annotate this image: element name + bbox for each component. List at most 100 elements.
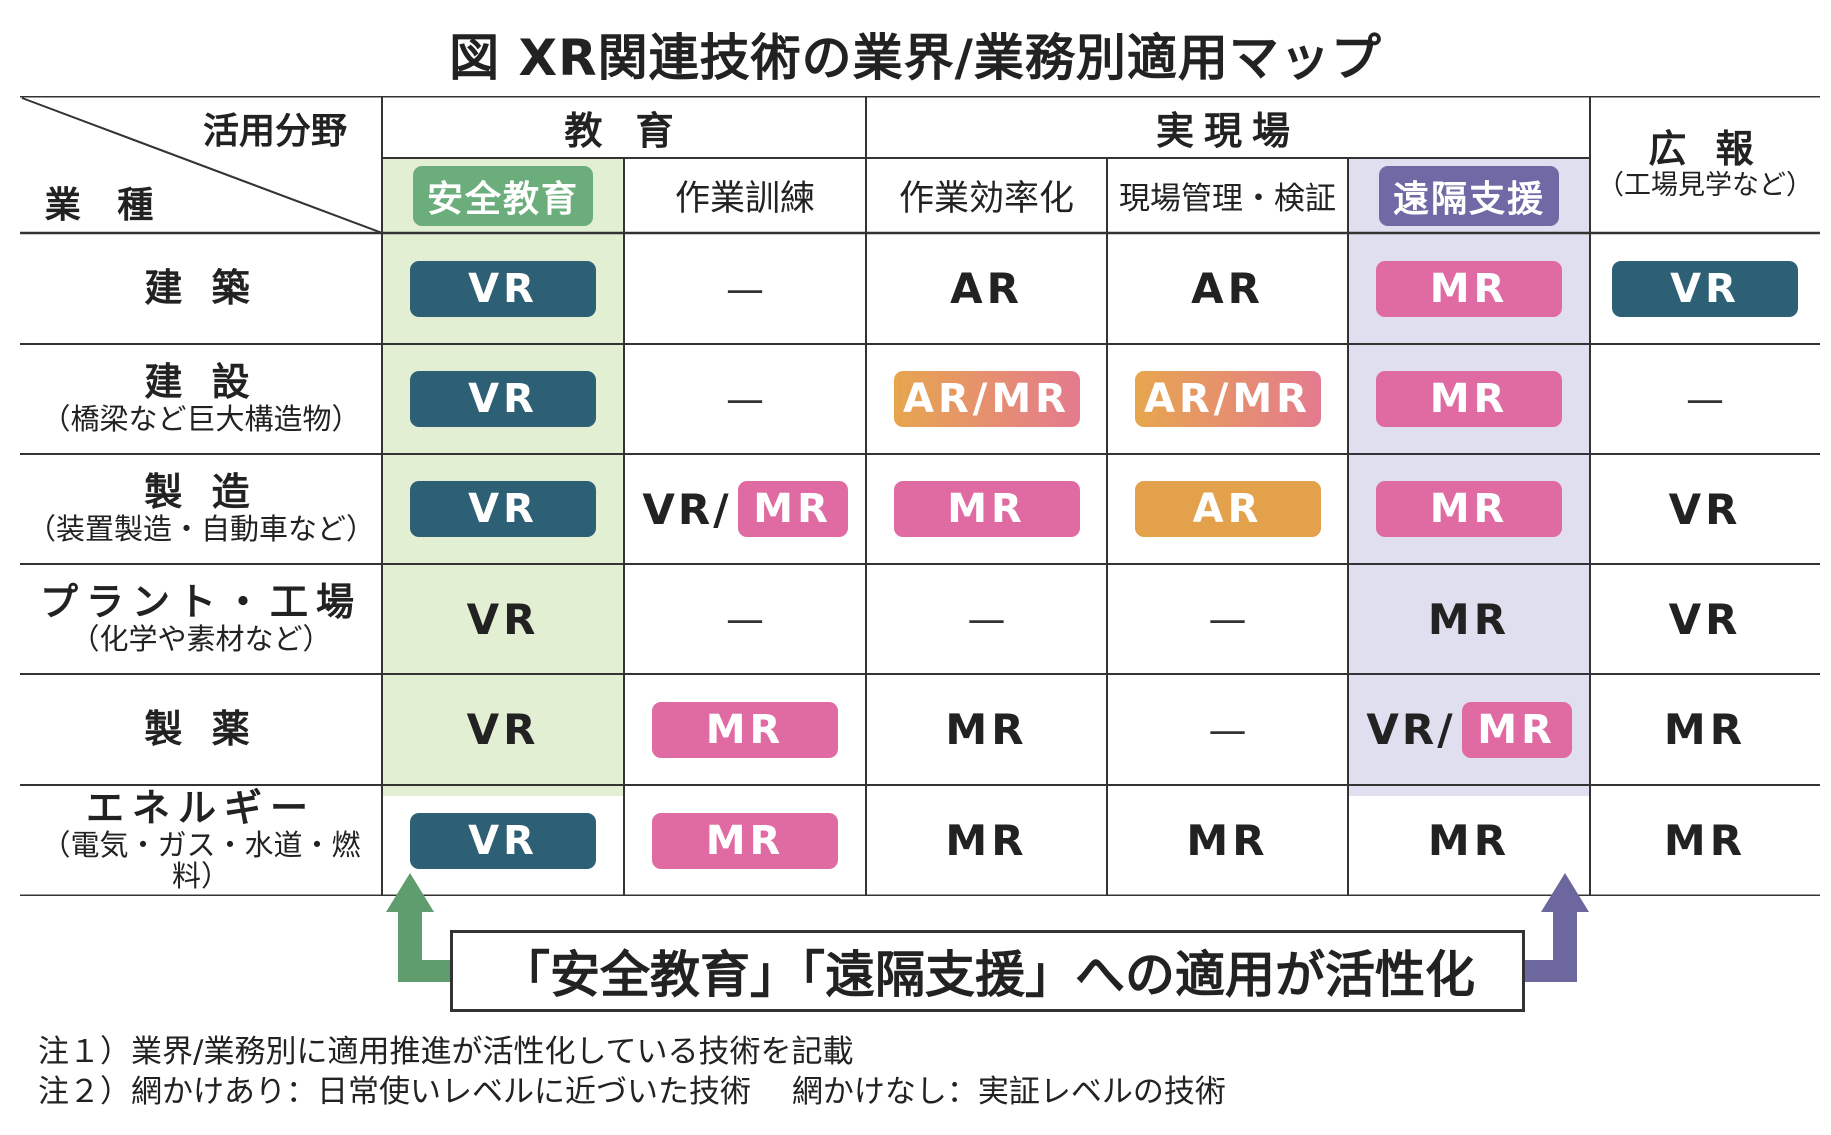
table-cell: VR (382, 454, 624, 564)
tech-label: VR (466, 594, 540, 644)
tech-pill: MR (1376, 481, 1562, 537)
row-label: プラント・工場（化学や素材など） (20, 564, 382, 674)
corner-bottom-label: 業 種 (44, 185, 166, 226)
table-cell: — (624, 344, 866, 454)
tech-pill: MR (1461, 701, 1572, 758)
tech-pill: MR (737, 481, 848, 537)
remote-arrow (1525, 873, 1589, 982)
tech-label: MR (1186, 816, 1269, 865)
col-efficiency: 作業効率化 (898, 179, 1074, 219)
group-education: 教 育 (564, 108, 684, 153)
table-cell: AR (866, 233, 1107, 344)
tech-combo: VR/MR (1366, 701, 1572, 758)
no-tech-dash: — (967, 597, 1006, 641)
table-cell: — (1590, 344, 1820, 454)
table-cell: — (624, 233, 866, 344)
tech-label: AR (950, 264, 1023, 313)
tech-pill: VR (410, 371, 596, 427)
col-remote-badge: 遠隔支援 (1378, 165, 1559, 226)
row-label-sub: （電気・ガス・水道・燃料） (41, 827, 361, 894)
corner-top-label: 活用分野 (202, 111, 347, 152)
group-field: 実現場 (1155, 108, 1300, 153)
tech-label: AR (1191, 264, 1264, 313)
tech-label: MR (1427, 816, 1511, 865)
no-tech-dash: — (1208, 597, 1247, 641)
tech-pill: VR (410, 260, 596, 317)
tech-label: VR (1668, 484, 1742, 534)
table-cell: VR/MR (1348, 674, 1590, 785)
row-label-main: 建 設 (144, 360, 258, 405)
table-cell: MR (866, 454, 1107, 564)
tech-label: VR/ (642, 484, 732, 534)
tech-label: MR (1663, 705, 1747, 754)
no-tech-dash: — (726, 597, 764, 641)
table-cell: MR (1348, 785, 1590, 896)
callout-box: 「安全教育」「遠隔支援」への適用が活性化 (450, 930, 1525, 1012)
table-cell: VR (1590, 233, 1820, 344)
row-label: エネルギー（電気・ガス・水道・燃料） (20, 785, 382, 896)
table-cell: AR (1107, 454, 1348, 564)
no-tech-dash: — (1208, 707, 1247, 752)
table-cell: AR/MR (866, 344, 1107, 454)
notes: 注１）業界/業務別に適用推進が活性化している技術を記載 注２）網かけあり：日常使… (38, 1032, 1226, 1112)
table-cell: VR (382, 785, 624, 896)
tech-pill: MR (1376, 260, 1562, 317)
table-cell: VR (382, 674, 624, 785)
row-label: 建 設（橋梁など巨大構造物） (20, 344, 382, 454)
tech-pill: MR (1376, 371, 1562, 427)
table-cell: VR (382, 344, 624, 454)
tech-combo: VR/MR (642, 481, 848, 537)
tech-pill: MR (893, 481, 1080, 537)
row-label-sub: （装置製造・自動車など） (26, 511, 375, 546)
table-cell: VR/MR (624, 454, 866, 564)
group-pr-label: 広 報 (1648, 126, 1762, 171)
tech-pill: VR (410, 481, 596, 537)
row-label-main: プラント・工場 (39, 580, 362, 625)
note-2: 注２）網かけあり：日常使いレベルに近づいた技術 網かけなし：実証レベルの技術 (38, 1074, 1226, 1110)
table-cell: AR (1107, 233, 1348, 344)
row-label-main: 建 築 (144, 265, 258, 310)
col-management: 現場管理・検証 (1119, 181, 1336, 217)
row-label-main: 製 薬 (144, 706, 258, 751)
col-safety: 安全教育 (382, 158, 624, 233)
table-cell: MR (624, 785, 866, 896)
tech-label: MR (945, 816, 1028, 865)
table-cell: AR/MR (1107, 344, 1348, 454)
table-cell: MR (1107, 785, 1348, 896)
table-cell: — (624, 564, 866, 674)
tech-pill: VR (1612, 260, 1798, 317)
xr-map-table: 活用分野 業 種 教 育 実現場 広 報 （工場見学など） 安全教育 作業訓練 … (20, 96, 1820, 896)
no-tech-dash: — (726, 266, 764, 311)
group-pr-sublabel: （工場見学など） (1597, 169, 1813, 201)
tech-label: MR (1663, 816, 1747, 865)
tech-label: MR (945, 705, 1028, 754)
table-cell: MR (866, 674, 1107, 785)
no-tech-dash: — (1686, 377, 1724, 421)
corner-diagonal (21, 97, 383, 234)
table-cell: MR (1348, 454, 1590, 564)
row-label: 製 薬 (20, 674, 382, 785)
table-cell: MR (1590, 785, 1820, 896)
row-label: 建 築 (20, 233, 382, 344)
no-tech-dash: — (726, 377, 764, 421)
tech-label: VR (466, 705, 540, 754)
col-remote: 遠隔支援 (1348, 158, 1590, 233)
tech-label: VR (1668, 594, 1742, 644)
row-label-main: エネルギー (85, 785, 316, 830)
row-label-sub: （橋梁など巨大構造物） (41, 401, 361, 436)
note-1: 注１）業界/業務別に適用推進が活性化している技術を記載 (38, 1034, 854, 1070)
col-training: 作業訓練 (674, 179, 815, 219)
table-cell: — (866, 564, 1107, 674)
table-cell: MR (1348, 233, 1590, 344)
table-cell: MR (1348, 344, 1590, 454)
table-cell: MR (1348, 564, 1590, 674)
row-label: 製 造（装置製造・自動車など） (20, 454, 382, 564)
page-title: 図 XR関連技術の業界/業務別適用マップ (449, 29, 1382, 87)
tech-pill: AR (1134, 481, 1321, 537)
col-safety-badge: 安全教育 (412, 165, 593, 226)
table-cell: VR (1590, 564, 1820, 674)
tech-label: VR/ (1366, 705, 1456, 754)
table-cell: VR (1590, 454, 1820, 564)
tech-pill: MR (652, 701, 838, 758)
